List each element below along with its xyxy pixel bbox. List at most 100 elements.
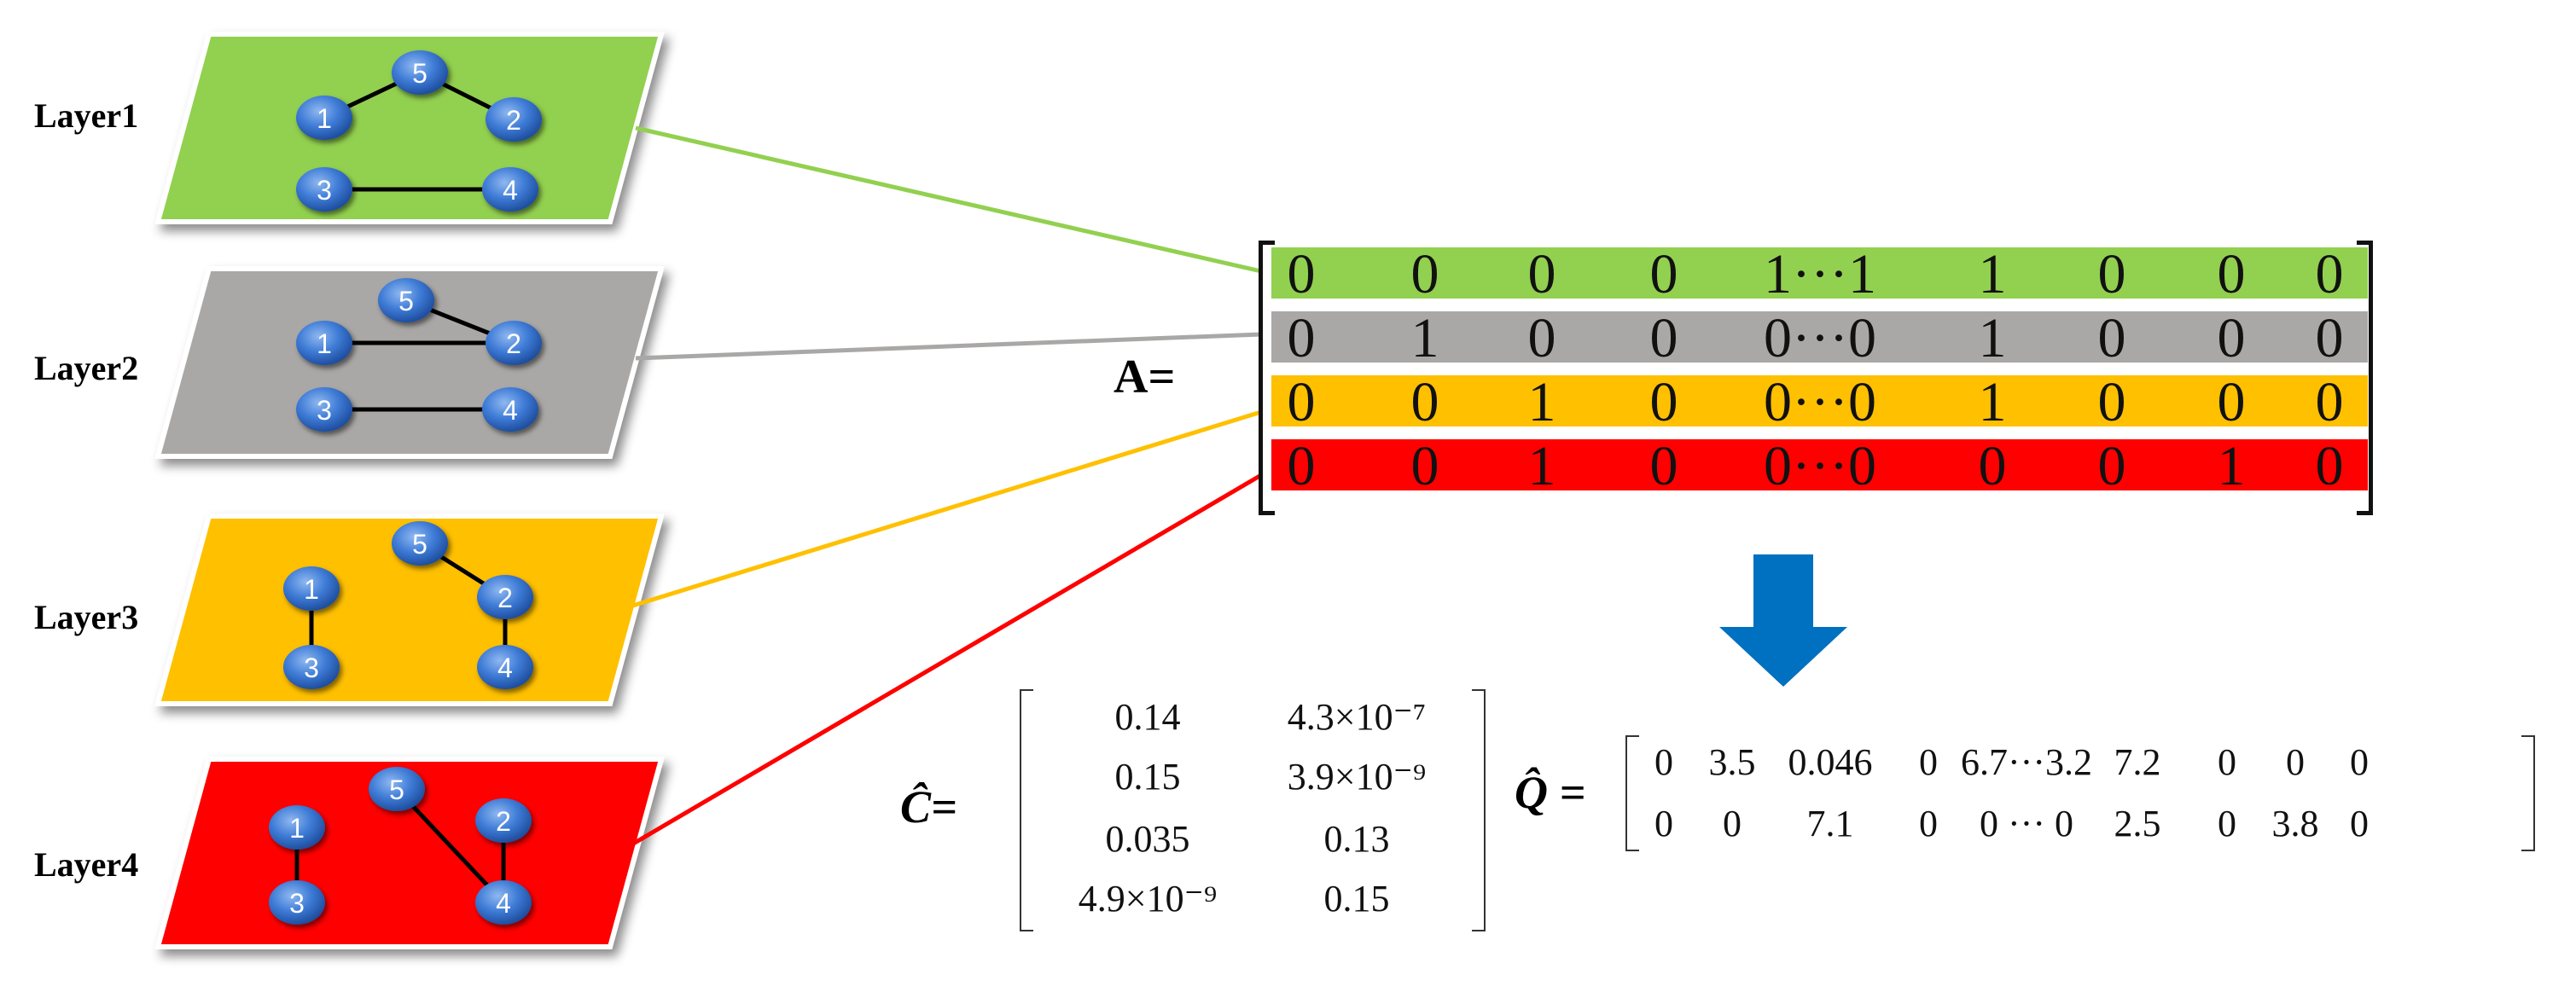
matrix-q-cell: 3.5 xyxy=(1708,741,1756,783)
matrix-a-right-bracket xyxy=(2357,241,2373,515)
graph-node: 2 xyxy=(477,575,533,619)
matrix-a-cell: 0 xyxy=(1410,371,1439,433)
graph-node: 3 xyxy=(296,167,352,212)
connector-line-4 xyxy=(623,473,1263,851)
matrix-a-cell: 0 xyxy=(2315,307,2344,369)
matrix-q-cell: 0 xyxy=(1919,803,1938,844)
layer-label-2: Layer2 xyxy=(34,349,139,387)
matrix-a-cell: 0 xyxy=(2097,243,2126,305)
matrix-a-cell: 0···0 xyxy=(1764,371,1876,433)
node-label: 2 xyxy=(506,105,521,136)
matrix-q-cell: 0 xyxy=(1654,803,1673,844)
matrix-a-cell: 1 xyxy=(1410,307,1439,369)
matrix-a-cell: 1 xyxy=(1978,243,2007,305)
graph-node: 3 xyxy=(269,880,325,925)
matrix-q-cell: 0 xyxy=(1723,803,1742,844)
down-arrow-icon xyxy=(1719,554,1847,687)
matrix-a-row-band xyxy=(1271,375,2368,426)
node-label: 1 xyxy=(289,813,305,844)
layer-label-3: Layer3 xyxy=(34,598,139,636)
matrix-q-cell: 6.7···3.2 xyxy=(1961,741,2092,783)
matrix-a-cell: 0 xyxy=(1649,371,1678,433)
matrix-q-cell: 3.8 xyxy=(2271,803,2319,844)
matrix-a-cell: 0 xyxy=(2217,371,2246,433)
matrix-a-cell: 1 xyxy=(1527,435,1556,497)
matrix-a-cell: 1 xyxy=(1978,307,2007,369)
matrix-a-cell: 1 xyxy=(2217,435,2246,497)
matrix-a-cell: 0 xyxy=(1649,307,1678,369)
node-label: 3 xyxy=(304,653,319,683)
node-label: 4 xyxy=(496,888,511,919)
matrix-q-cell: 0 xyxy=(1654,741,1673,783)
matrix-q-cell: 0 xyxy=(2218,741,2236,783)
node-label: 3 xyxy=(289,888,305,919)
node-label: 5 xyxy=(412,529,427,560)
matrix-a-row-band xyxy=(1271,247,2368,299)
graph-node: 2 xyxy=(486,97,542,142)
layers-group: 1 2 3 4 5 1 2 3 4 5 1 2 3 4 5 1 2 3 4 5 xyxy=(154,32,665,949)
graph-node: 5 xyxy=(392,50,448,95)
matrix-a-cell: 0 xyxy=(1287,435,1316,497)
matrix-c-cell: 4.9×10⁻⁹ xyxy=(1078,878,1218,920)
matrix-a-cell: 0 xyxy=(2217,243,2246,305)
connector-line-3 xyxy=(624,409,1262,611)
matrix-a-cell: 1···1 xyxy=(1764,243,1876,305)
matrix-c-right-bracket xyxy=(1472,689,1486,931)
matrix-q-cell: 0 xyxy=(2350,741,2369,783)
matrix-c-left-bracket xyxy=(1020,689,1033,931)
node-label: 4 xyxy=(503,395,518,426)
matrix-q-cell: 7.2 xyxy=(2114,741,2161,783)
graph-node: 5 xyxy=(369,767,425,811)
matrix-a-cell: 1 xyxy=(1978,371,2007,433)
node-label: 2 xyxy=(506,328,521,359)
matrix-a-cell: 0 xyxy=(1527,307,1556,369)
matrix-a-left-bracket xyxy=(1259,241,1275,515)
node-label: 4 xyxy=(503,175,518,206)
graph-node: 4 xyxy=(482,167,538,212)
layer-label-1: Layer1 xyxy=(34,96,139,135)
matrix-q-cell: 7.1 xyxy=(1806,803,1854,844)
graph-node: 4 xyxy=(477,645,533,689)
matrix-a-cell: 0 xyxy=(2217,307,2246,369)
layer-plane-4: 1 2 3 4 5 xyxy=(154,757,665,949)
matrix-a-cell: 0 xyxy=(2097,435,2126,497)
matrix-q-cell: 0 xyxy=(2350,803,2369,844)
connector-line-1 xyxy=(635,125,1262,274)
graph-node: 5 xyxy=(392,521,448,566)
graph-node: 2 xyxy=(475,798,532,843)
matrix-a-row-band xyxy=(1271,311,2368,363)
layer-label-4: Layer4 xyxy=(34,845,139,884)
matrix-a-cell: 0 xyxy=(1410,243,1439,305)
node-label: 3 xyxy=(317,395,332,426)
layer-plane-2: 1 2 3 4 5 xyxy=(154,266,665,459)
node-label: 5 xyxy=(398,286,414,316)
connector-line-2 xyxy=(635,332,1262,361)
matrix-a-cell: 0 xyxy=(1287,371,1316,433)
connectors-group xyxy=(623,125,1263,851)
graph-node: 3 xyxy=(283,645,340,689)
matrix-a-label: A= xyxy=(1114,351,1176,403)
layer-parallelogram xyxy=(154,32,665,224)
graph-node: 4 xyxy=(482,387,538,432)
node-label: 3 xyxy=(317,175,332,206)
layer-plane-3: 1 2 3 4 5 xyxy=(154,514,665,706)
node-label: 5 xyxy=(412,58,427,89)
graph-node: 4 xyxy=(475,880,532,925)
matrix-a-cell: 0 xyxy=(2315,243,2344,305)
matrix-a-cell: 0 xyxy=(2097,371,2126,433)
matrix-q-cell: 0.046 xyxy=(1788,741,1873,783)
matrix-q-cell: 0 xyxy=(2286,741,2305,783)
matrix-q-cell: 0 xyxy=(1919,741,1938,783)
matrix-q-label: Q̂ = xyxy=(1515,767,1586,818)
graph-node: 3 xyxy=(296,387,352,432)
matrix-a-cell: 0 xyxy=(1527,243,1556,305)
graph-node: 5 xyxy=(378,278,434,322)
node-label: 1 xyxy=(304,574,319,605)
graph-node: 1 xyxy=(296,321,352,365)
matrix-a-cell: 0 xyxy=(1649,243,1678,305)
node-label: 1 xyxy=(317,103,332,134)
matrix-c-cell: 0.13 xyxy=(1323,818,1390,860)
